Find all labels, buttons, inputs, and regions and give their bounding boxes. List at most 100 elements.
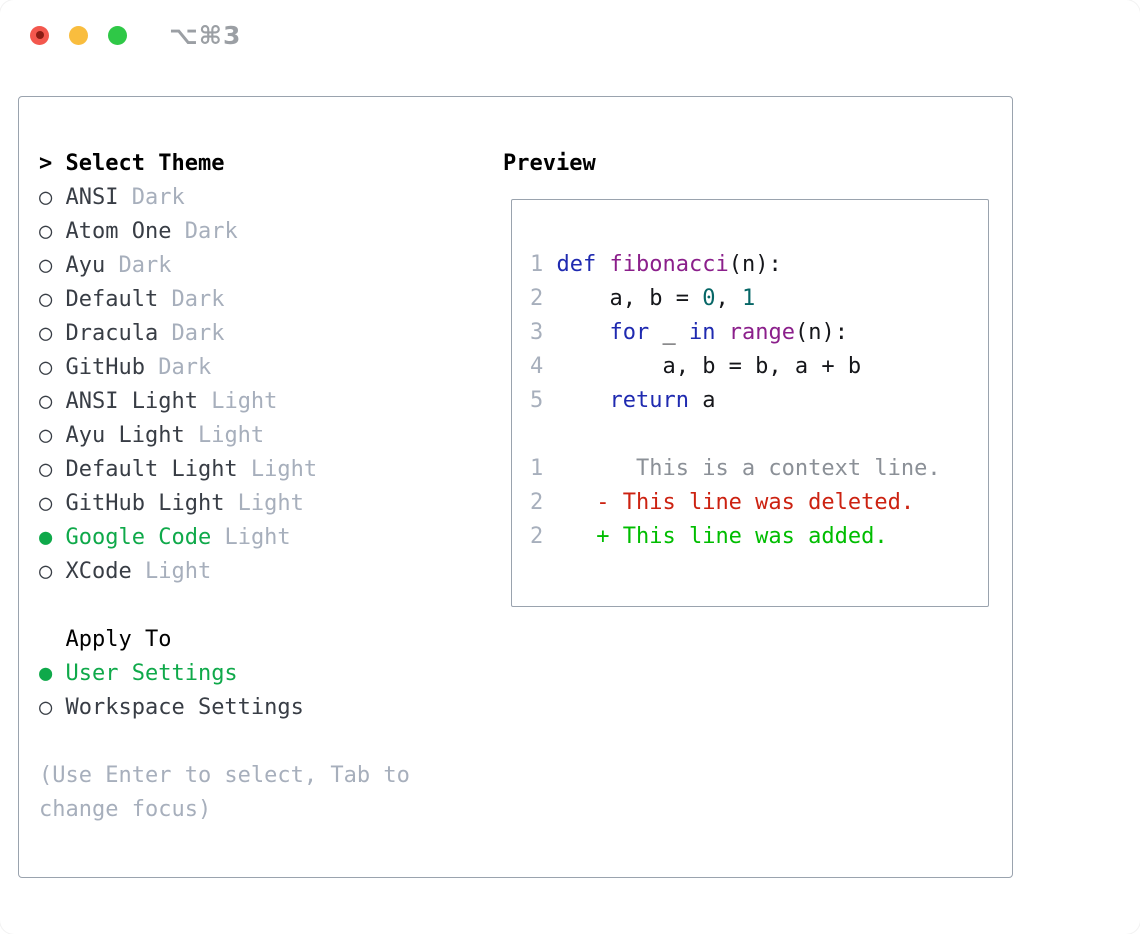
line-number: 2 bbox=[530, 524, 544, 549]
apply-to-option[interactable]: ● User Settings bbox=[39, 657, 501, 691]
theme-picker-panel: > Select Theme ○ ANSI Dark○ Atom One Dar… bbox=[18, 96, 1013, 878]
code-token: a, b = b, a + b bbox=[556, 354, 862, 379]
code-token: , bbox=[715, 286, 742, 311]
code-token: 1 bbox=[741, 286, 756, 311]
theme-option[interactable]: ○ ANSI Dark bbox=[39, 181, 501, 215]
theme-name: Ayu Light bbox=[52, 423, 185, 448]
code-line: 2 a, b = 0, 1 bbox=[530, 282, 988, 316]
theme-variant: Light bbox=[237, 457, 318, 482]
radio-icon: ○ bbox=[39, 355, 53, 380]
theme-variant: Light bbox=[197, 389, 278, 414]
theme-variant: Dark bbox=[158, 287, 225, 312]
radio-icon: ○ bbox=[39, 219, 53, 244]
theme-variant: Light bbox=[184, 423, 265, 448]
radio-icon: ○ bbox=[39, 185, 53, 210]
diff-text: - This line was deleted. bbox=[556, 490, 915, 515]
theme-list: ○ ANSI Dark○ Atom One Dark○ Ayu Dark○ De… bbox=[39, 181, 501, 589]
line-number: 1 bbox=[530, 252, 544, 277]
diff-text: + This line was added. bbox=[556, 524, 888, 549]
line-number: 4 bbox=[530, 354, 544, 379]
theme-option[interactable]: ○ ANSI Light Light bbox=[39, 385, 501, 419]
theme-option[interactable]: ○ Ayu Dark bbox=[39, 249, 501, 283]
theme-variant: Light bbox=[224, 491, 304, 516]
selected-radio-icon: ● bbox=[39, 525, 53, 550]
theme-option[interactable]: ● Google Code Light bbox=[39, 521, 501, 555]
theme-option[interactable]: ○ GitHub Dark bbox=[39, 351, 501, 385]
preview-header: Preview bbox=[503, 151, 596, 176]
code-token: in bbox=[688, 320, 716, 345]
theme-option[interactable]: ○ Dracula Dark bbox=[39, 317, 501, 351]
minimize-button[interactable] bbox=[69, 25, 88, 45]
theme-option[interactable]: ○ GitHub Light Light bbox=[39, 487, 501, 521]
code-token: a bbox=[688, 388, 716, 413]
spacer bbox=[39, 725, 501, 759]
theme-option[interactable]: ○ Default Light Light bbox=[39, 453, 501, 487]
code-token: range bbox=[728, 320, 795, 345]
code-token bbox=[557, 388, 610, 413]
spacer bbox=[39, 589, 501, 623]
theme-variant: Dark bbox=[105, 253, 172, 278]
theme-name: GitHub bbox=[52, 355, 145, 380]
code-token bbox=[715, 320, 728, 345]
theme-variant: Dark bbox=[171, 219, 238, 244]
selected-radio-icon: ● bbox=[39, 661, 53, 686]
theme-name: ANSI Light bbox=[52, 389, 198, 414]
code-token: fibonacci bbox=[609, 252, 729, 277]
apply-to-options: ● User Settings○ Workspace Settings bbox=[39, 657, 501, 725]
theme-name: Ayu bbox=[52, 253, 106, 278]
diff-line: 2 - This line was deleted. bbox=[530, 486, 988, 520]
theme-option[interactable]: ○ Default Dark bbox=[39, 283, 501, 317]
theme-variant: Dark bbox=[158, 321, 225, 346]
code-token: def bbox=[556, 252, 597, 277]
theme-name: Dracula bbox=[52, 321, 159, 346]
spacer bbox=[530, 418, 988, 452]
code-line: 1 def fibonacci(n): bbox=[530, 248, 988, 282]
zoom-button[interactable] bbox=[108, 25, 127, 45]
hint-line: change focus) bbox=[39, 797, 212, 822]
theme-option[interactable]: ○ Ayu Light Light bbox=[39, 419, 501, 453]
apply-to-option-label: Workspace Settings bbox=[52, 695, 304, 720]
diff-preview: 1 This is a context line.2 - This line w… bbox=[530, 452, 988, 554]
code-token: return bbox=[609, 388, 689, 413]
radio-icon: ○ bbox=[39, 321, 53, 346]
line-number: 2 bbox=[530, 490, 544, 515]
theme-variant: Dark bbox=[118, 185, 185, 210]
code-line: 3 for _ in range(n): bbox=[530, 316, 988, 350]
theme-name: Default Light bbox=[52, 457, 238, 482]
line-number: 3 bbox=[530, 320, 544, 345]
radio-icon: ○ bbox=[39, 253, 53, 278]
traffic-lights bbox=[30, 25, 127, 45]
code-token: for bbox=[609, 320, 650, 345]
theme-name: Atom One bbox=[52, 219, 172, 244]
code-token bbox=[557, 320, 610, 345]
caret-icon: > bbox=[39, 151, 53, 176]
radio-icon: ○ bbox=[39, 695, 53, 720]
theme-option[interactable]: ○ Atom One Dark bbox=[39, 215, 501, 249]
theme-name: ANSI bbox=[52, 185, 119, 210]
code-token: _ bbox=[649, 320, 689, 345]
select-theme-label: Select Theme bbox=[65, 151, 225, 176]
theme-list-column: > Select Theme ○ ANSI Dark○ Atom One Dar… bbox=[39, 147, 501, 877]
code-line: 5 return a bbox=[530, 384, 988, 418]
preview-column: Preview 1 def fibonacci(n):2 a, b = 0, 1… bbox=[501, 147, 989, 877]
theme-name: XCode bbox=[52, 559, 132, 584]
diff-line: 1 This is a context line. bbox=[530, 452, 988, 486]
close-button[interactable] bbox=[30, 25, 49, 45]
radio-icon: ○ bbox=[39, 559, 53, 584]
theme-option[interactable]: ○ XCode Light bbox=[39, 555, 501, 589]
code-token: (n): bbox=[728, 252, 782, 277]
title-bar: ⌥⌘3 bbox=[0, 0, 1140, 70]
code-token: (n): bbox=[794, 320, 848, 345]
diff-text: This is a context line. bbox=[556, 456, 941, 481]
window-title: ⌥⌘3 bbox=[169, 20, 242, 50]
radio-icon: ○ bbox=[39, 491, 53, 516]
theme-variant: Dark bbox=[144, 355, 212, 380]
line-number: 2 bbox=[530, 286, 544, 311]
radio-icon: ○ bbox=[39, 457, 53, 482]
radio-icon: ○ bbox=[39, 287, 53, 312]
radio-icon: ○ bbox=[39, 389, 53, 414]
apply-to-option[interactable]: ○ Workspace Settings bbox=[39, 691, 501, 725]
